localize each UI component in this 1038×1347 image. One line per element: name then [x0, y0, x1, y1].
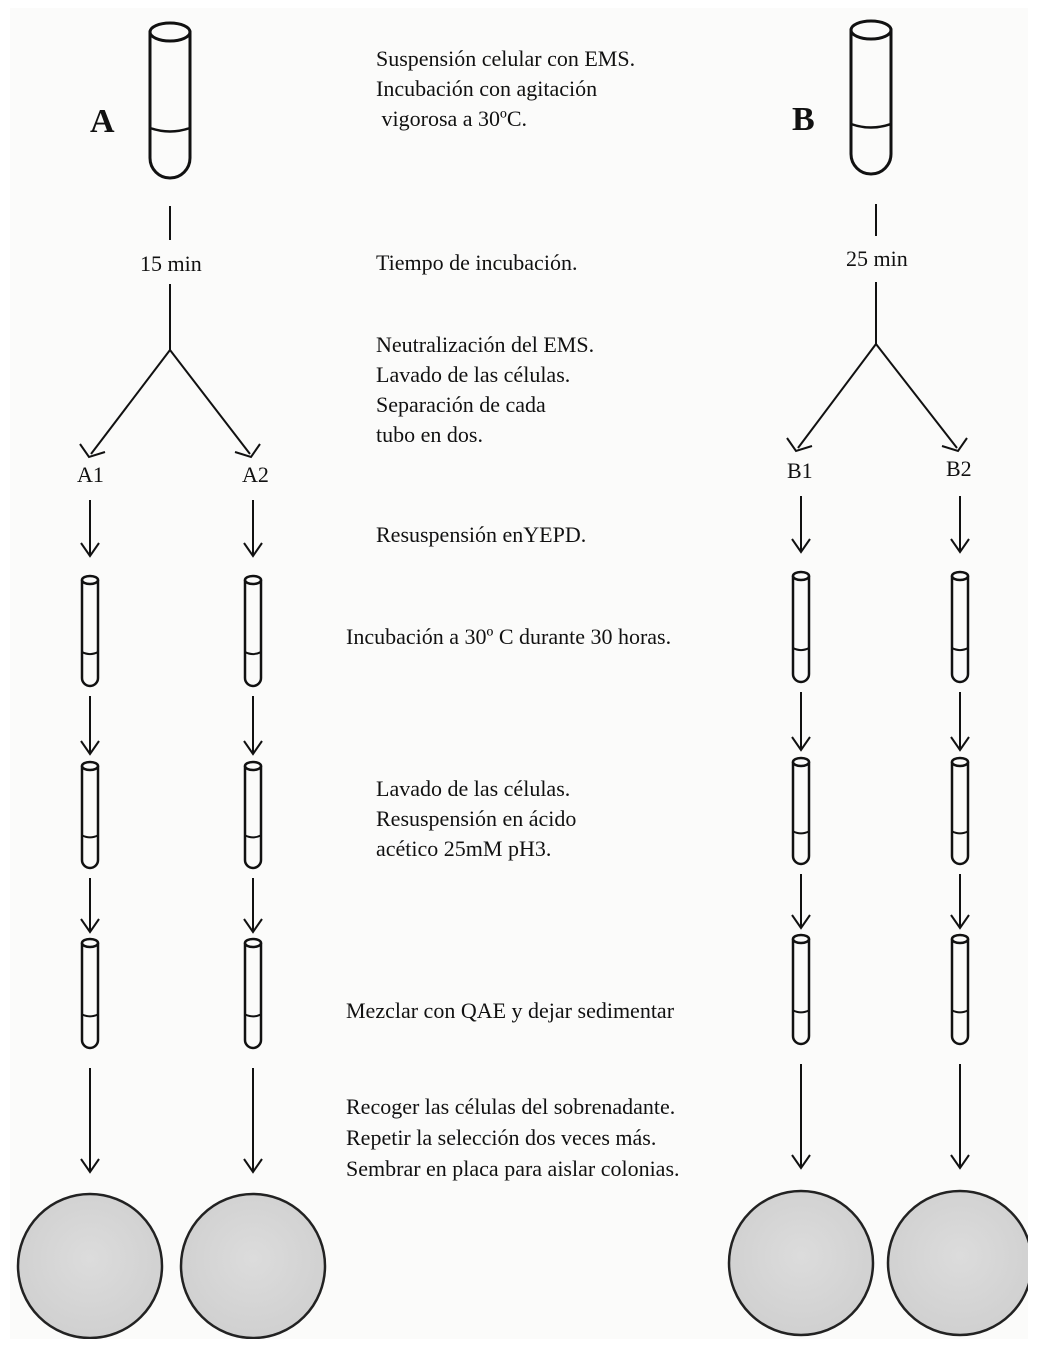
branch-label-a1: A1 — [77, 462, 104, 487]
step-incubation-time: Tiempo de incubación. — [376, 250, 577, 275]
tube-a1-2 — [80, 760, 100, 870]
tube-b1-2 — [791, 756, 811, 866]
branch-label-b2: B2 — [946, 456, 972, 481]
split-arrows-a — [79, 349, 261, 459]
tube-a1-3 — [80, 937, 100, 1050]
arrow-a2-4 — [243, 1068, 263, 1174]
tube-a2-2 — [243, 760, 263, 870]
step-resuspension-yepd: Resuspensión enYEPD. — [376, 522, 586, 547]
plate-b2 — [886, 1189, 1028, 1337]
step-qae: Mezclar con QAE y dejar sedimentar — [346, 998, 675, 1023]
arrow-a2-1 — [243, 500, 263, 558]
step-wash-acetic-line-2: Resuspensión en ácido — [376, 806, 576, 831]
tube-b2-1 — [950, 570, 970, 684]
step-neutralization: Neutralización del EMS. Lavado de las cél… — [376, 332, 594, 447]
step-qae-line-1: Mezclar con QAE y dejar sedimentar — [346, 998, 675, 1023]
arrow-b2-4 — [950, 1064, 970, 1170]
step-neutralization-line-2: Lavado de las células. — [376, 362, 570, 387]
plate-a2 — [179, 1192, 327, 1339]
branch-label-b1: B1 — [787, 458, 813, 483]
figure-page: A B 15 min 25 min A1 A2 B1 B2 Suspensión… — [10, 8, 1028, 1339]
step-suspension: Suspensión celular con EMS. Incubación co… — [376, 46, 635, 131]
step-resuspension-yepd-line-1: Resuspensión enYEPD. — [376, 522, 586, 547]
step-incubation-30h-line-1: Incubación a 30º C durante 30 horas. — [346, 624, 671, 649]
step-incubation-time-line-1: Tiempo de incubación. — [376, 250, 577, 275]
tube-b2-3 — [950, 933, 970, 1046]
step-neutralization-line-3: Separación de cada — [376, 392, 546, 417]
arrow-a1-1 — [80, 500, 100, 558]
time-label-a: 15 min — [140, 251, 202, 276]
tube-a2-1 — [243, 574, 263, 688]
arrow-b1-1 — [791, 496, 811, 554]
step-collect-line-1: Recoger las células del sobrenadante. — [346, 1094, 675, 1119]
protocol-diagram: A B 15 min 25 min A1 A2 B1 B2 Suspensión… — [16, 19, 1028, 1339]
arrow-a1-4 — [80, 1068, 100, 1174]
step-wash-acetic-line-1: Lavado de las células. — [376, 776, 570, 801]
time-label-b: 25 min — [846, 246, 908, 271]
split-arrows-b — [786, 343, 968, 453]
step-collect-line-2: Repetir la selección dos veces más. — [346, 1125, 656, 1150]
plate-a1 — [16, 1192, 164, 1339]
step-neutralization-line-4: tubo en dos. — [376, 422, 483, 447]
tube-a2-3 — [243, 937, 263, 1050]
tube-b-top — [849, 19, 893, 176]
step-wash-acetic: Lavado de las células. Resuspensión en ác… — [376, 776, 576, 861]
step-suspension-line-2: Incubación con agitación — [376, 76, 597, 101]
column-a-label: A — [90, 103, 115, 140]
tube-a1-1 — [80, 574, 100, 688]
arrow-a1-2 — [80, 696, 100, 756]
tube-b1-1 — [791, 570, 811, 684]
step-descriptions: Suspensión celular con EMS. Incubación co… — [346, 46, 680, 1181]
arrow-b2-3 — [950, 874, 970, 930]
step-wash-acetic-line-3: acético 25mM pH3. — [376, 836, 551, 861]
step-suspension-line-3: vigorosa a 30ºC. — [376, 106, 527, 131]
arrow-a2-2 — [243, 696, 263, 756]
step-neutralization-line-1: Neutralización del EMS. — [376, 332, 594, 357]
column-b-label: B — [792, 101, 815, 138]
arrow-b2-1 — [950, 496, 970, 554]
arrow-b1-4 — [791, 1064, 811, 1170]
step-collect: Recoger las células del sobrenadante. Rep… — [346, 1094, 680, 1181]
branch-pipelines — [16, 496, 1028, 1339]
arrow-b1-2 — [791, 692, 811, 752]
tube-b2-2 — [950, 756, 970, 866]
tube-b1-3 — [791, 933, 811, 1046]
step-suspension-line-1: Suspensión celular con EMS. — [376, 46, 635, 71]
tube-a-top — [148, 21, 192, 180]
step-collect-line-3: Sembrar en placa para aislar colonias. — [346, 1156, 680, 1181]
branch-label-a2: A2 — [242, 462, 269, 487]
arrow-a2-3 — [243, 878, 263, 934]
arrow-a1-3 — [80, 878, 100, 934]
arrow-b1-3 — [791, 874, 811, 930]
arrow-b2-2 — [950, 692, 970, 752]
plate-b1 — [727, 1189, 875, 1337]
step-incubation-30h: Incubación a 30º C durante 30 horas. — [346, 624, 671, 649]
